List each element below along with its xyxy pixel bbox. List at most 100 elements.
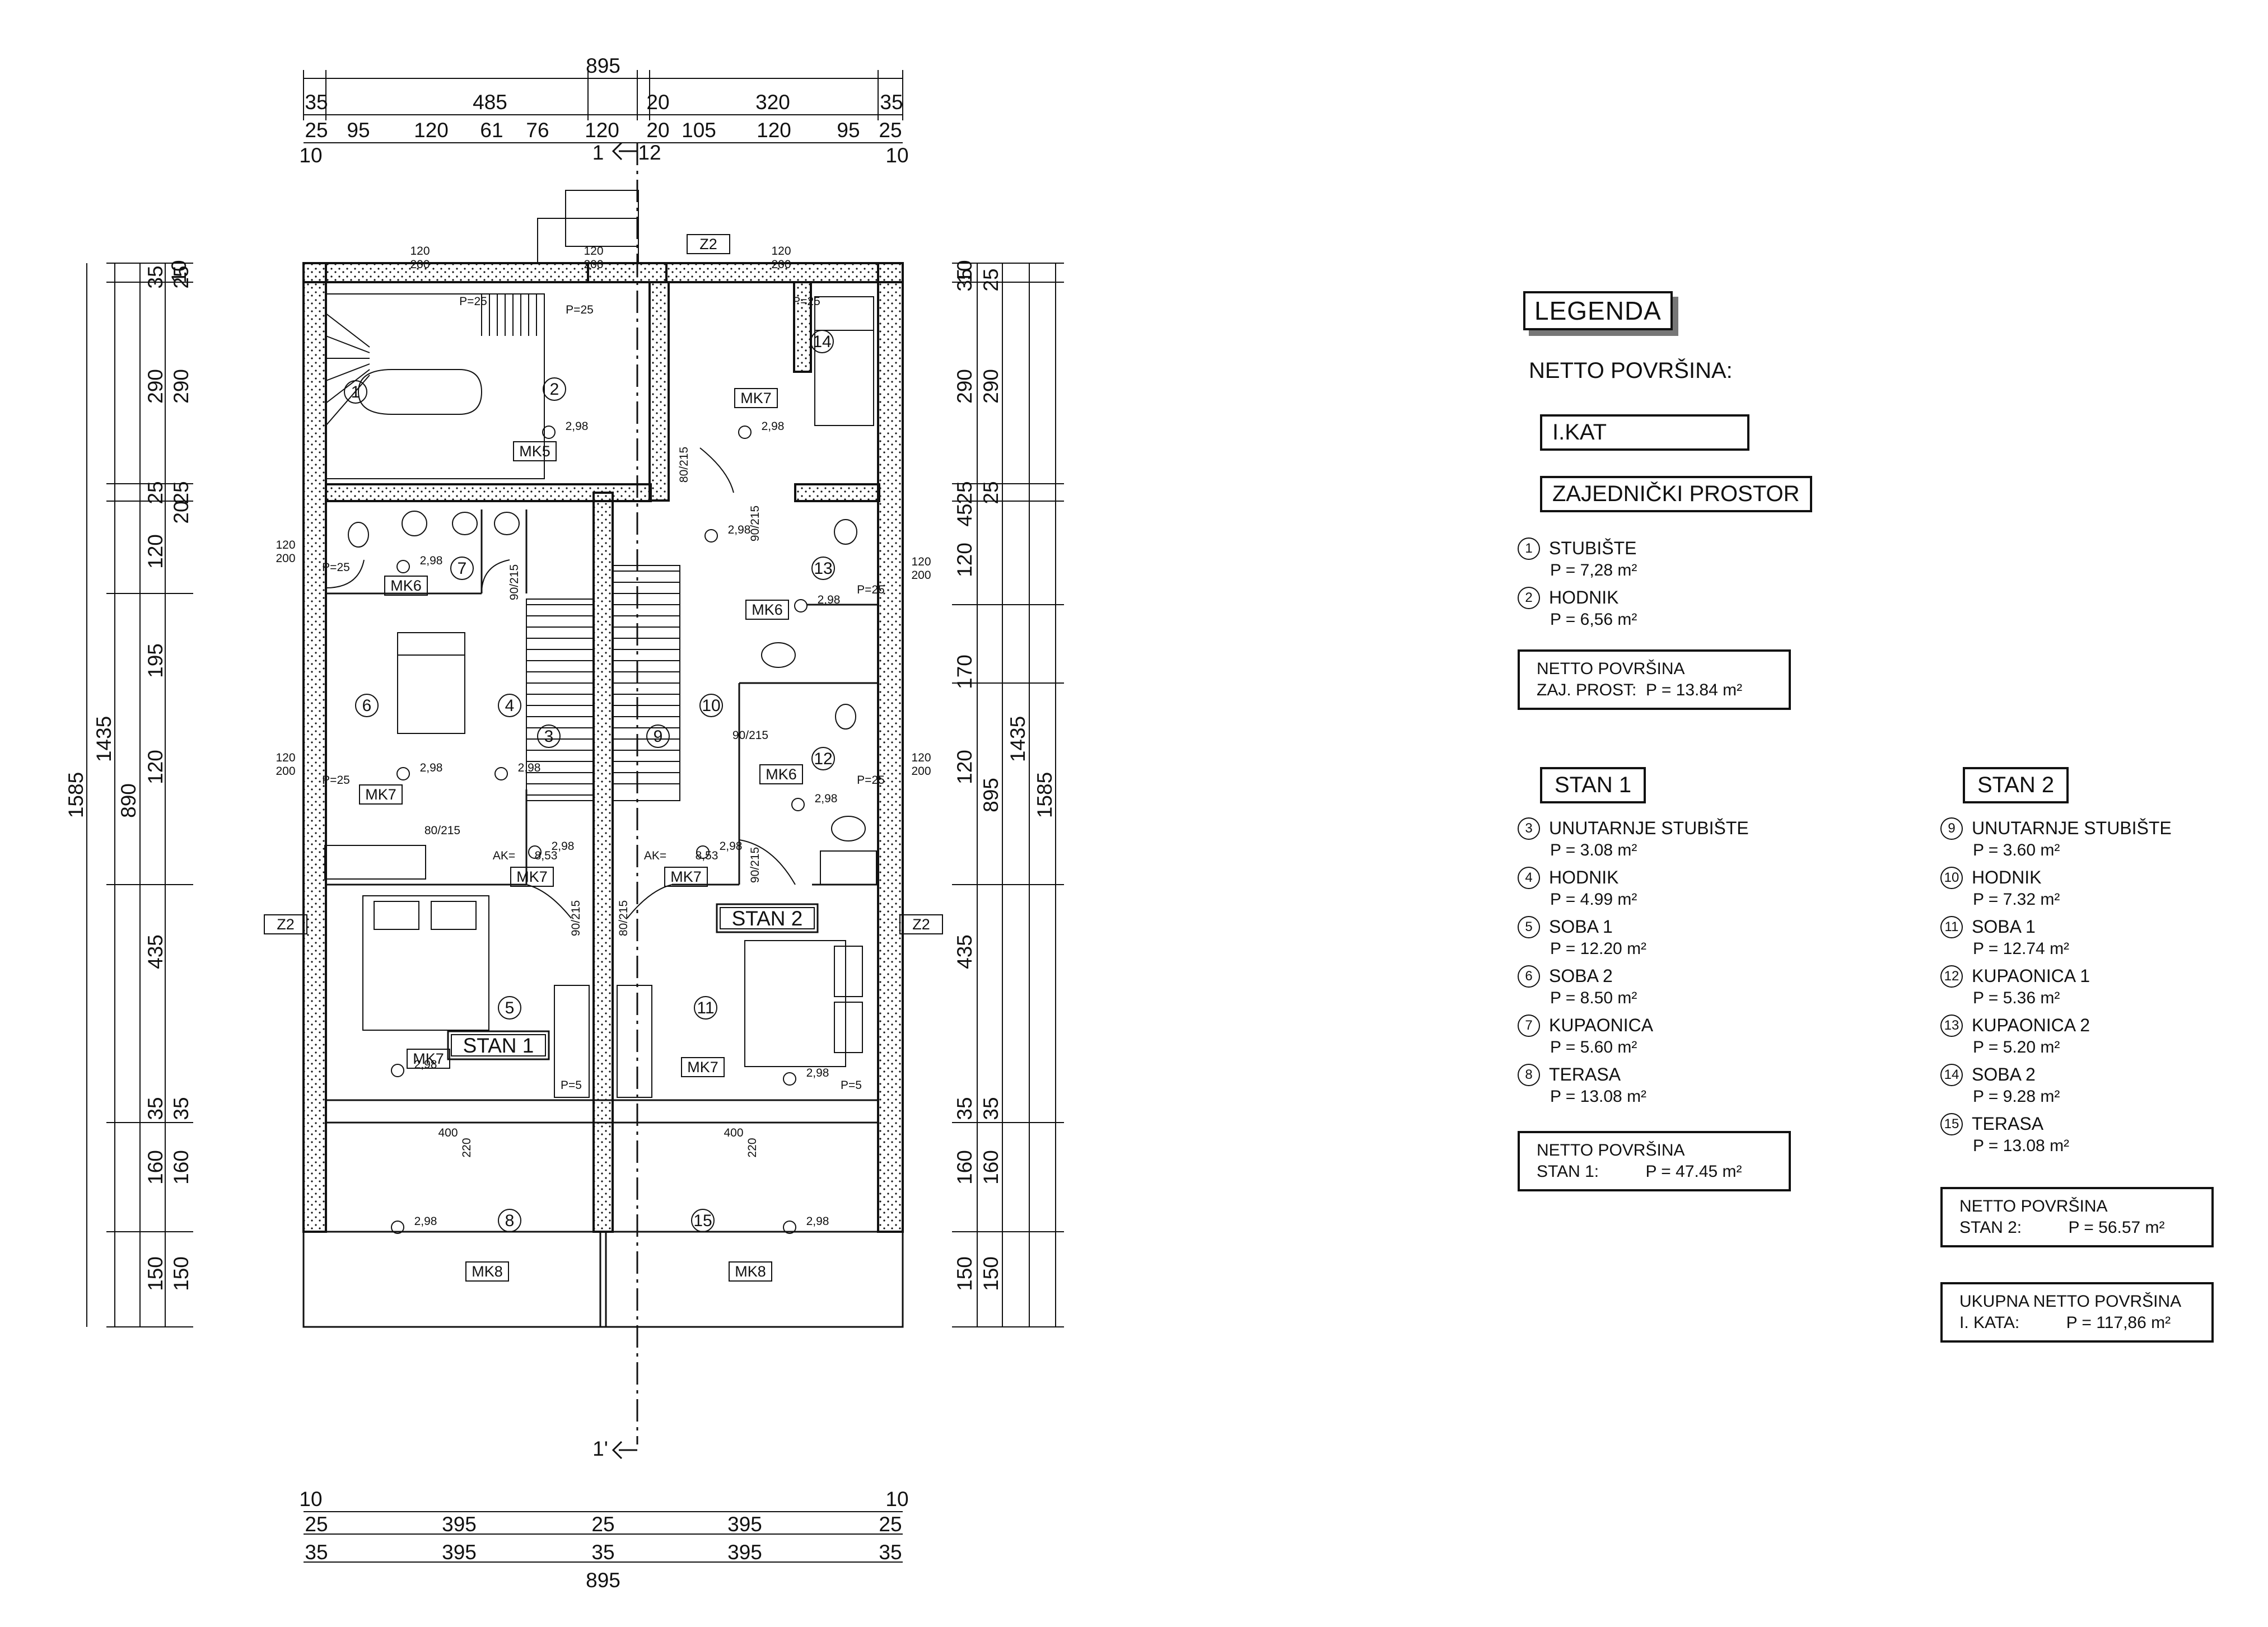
- right-dimension: 160: [953, 1150, 976, 1185]
- elevation-marker-icon: [704, 529, 718, 543]
- legend-room-area: P = 7.32 m²: [1973, 890, 2060, 909]
- right-dimension: 120: [953, 750, 976, 784]
- left-dimension: 25: [144, 481, 167, 504]
- room-number: 8: [505, 1212, 515, 1230]
- parapet-label: P=25: [322, 774, 350, 787]
- ak-label: AK=: [644, 849, 666, 862]
- svg-text:1435: 1435: [92, 716, 115, 762]
- room-number: 6: [362, 696, 372, 715]
- right-dimension: 170: [953, 654, 976, 689]
- legend-room-number: 13: [1940, 1014, 1963, 1037]
- legend-room-name: TERASA: [1972, 1114, 2044, 1134]
- svg-text:895: 895: [586, 1569, 620, 1592]
- elevation-value: 2,98: [414, 1215, 437, 1228]
- room-number: 11: [697, 999, 714, 1017]
- dim-top: 61: [480, 119, 503, 142]
- dim-top: 95: [837, 119, 860, 142]
- legend-room-area: P = 12.20 m²: [1550, 939, 1647, 958]
- door-size-label: 80/215: [424, 824, 460, 837]
- svg-text:10: 10: [299, 1488, 322, 1511]
- room-number: 10: [702, 696, 720, 715]
- elevation-value: 2,98: [815, 792, 838, 805]
- elevation-marker-icon: [783, 1221, 796, 1234]
- right-dimensions: 1435 1585 103529025451201701204353516015…: [952, 260, 1064, 1327]
- right-dimension: 895: [979, 778, 1002, 812]
- legend-room-number: 4: [1518, 867, 1540, 889]
- elevation-value: 2,98: [518, 761, 541, 774]
- terrace-window-height: 220: [746, 1138, 759, 1157]
- svg-text:STAN 2: STAN 2: [732, 907, 803, 930]
- right-dimension: 435: [953, 934, 976, 969]
- dim-top: 105: [682, 119, 716, 142]
- ak-label: AK=: [493, 849, 515, 862]
- window-height-label: 200: [410, 258, 430, 271]
- room-number-circle: [811, 557, 835, 580]
- room-number-circle: [691, 1209, 715, 1232]
- legend-room-area: P = 6,56 m²: [1550, 610, 1637, 629]
- window-width-label: 120: [584, 245, 603, 258]
- left-dimension: 35: [144, 265, 167, 288]
- legend-room-name: KUPAONICA: [1549, 1015, 1654, 1035]
- ak-value: 8,53: [696, 849, 718, 862]
- terrace-window-width: 400: [438, 1126, 458, 1139]
- elevation-marker-icon: [528, 845, 542, 859]
- room-number-circle: [646, 724, 670, 748]
- right-dimension: 35: [953, 1097, 976, 1120]
- left-dimension: 290: [144, 369, 167, 404]
- material-tag: Z2: [912, 916, 930, 933]
- window-width-label: 120: [276, 751, 295, 764]
- legend-room-name: KUPAONICA 1: [1972, 966, 2090, 986]
- left-dimension: 290: [170, 369, 193, 404]
- room-number-circle: [450, 557, 474, 580]
- svg-text:STAN 1: STAN 1: [463, 1034, 534, 1057]
- room-number-circle: [344, 380, 367, 404]
- svg-text:1585: 1585: [1033, 772, 1056, 818]
- room-number-circle: [811, 747, 835, 770]
- material-tag: MK8: [735, 1263, 766, 1280]
- legend-room-number: 11: [1940, 916, 1963, 938]
- material-tag-box: [513, 441, 557, 461]
- stair-inner-2: [612, 565, 680, 801]
- left-dimension: 435: [144, 934, 167, 969]
- legend-room-area: P = 9.28 m²: [1973, 1087, 2060, 1106]
- svg-text:395: 395: [442, 1513, 477, 1536]
- door-size-label: 90/215: [749, 506, 762, 541]
- left-dimension: 160: [144, 1150, 167, 1185]
- dim-top-total: 895: [586, 54, 620, 77]
- right-dimension: 150: [979, 1256, 1002, 1291]
- left-dimension: 195: [144, 643, 167, 678]
- legend-room-area: P = 5.60 m²: [1550, 1038, 1637, 1056]
- svg-text:25: 25: [305, 1513, 328, 1536]
- svg-text:395: 395: [442, 1541, 477, 1564]
- legend-room-name: HODNIK: [1549, 867, 1619, 887]
- left-dimension: 120: [144, 534, 167, 569]
- building: [302, 190, 904, 1328]
- material-tag: MK7: [670, 868, 702, 885]
- room-number: 15: [693, 1212, 712, 1230]
- legend-room-area: P = 4.99 m²: [1550, 890, 1637, 909]
- legend-room-area: P = 13.08 m²: [1550, 1087, 1647, 1106]
- elevation-value: 2,98: [806, 1215, 829, 1228]
- legend-floor-box: I.KAT: [1540, 414, 1749, 451]
- parapet-label: P=25: [857, 583, 885, 596]
- legend-room-area: P = 3.08 m²: [1550, 841, 1637, 859]
- right-dimension: 150: [953, 1256, 976, 1291]
- elevation-value: 2,98: [552, 840, 575, 853]
- dim-top: 10: [885, 144, 908, 167]
- elevation-marker-icon: [542, 426, 556, 439]
- material-tag-box: [384, 576, 428, 596]
- right-dimension: 25: [953, 481, 976, 504]
- room-number-circle: [810, 330, 834, 353]
- left-dimension: 120: [144, 750, 167, 784]
- section-marker-top: 1 12: [592, 141, 661, 164]
- legend-room-area: P = 13.08 m²: [1973, 1137, 2070, 1155]
- legend-room-number: 8: [1518, 1064, 1540, 1086]
- dim-top: 35: [880, 91, 903, 114]
- legend-total-sum: UKUPNA NETTO POVRŠINA I. KATA: P = 117,8…: [1940, 1282, 2214, 1343]
